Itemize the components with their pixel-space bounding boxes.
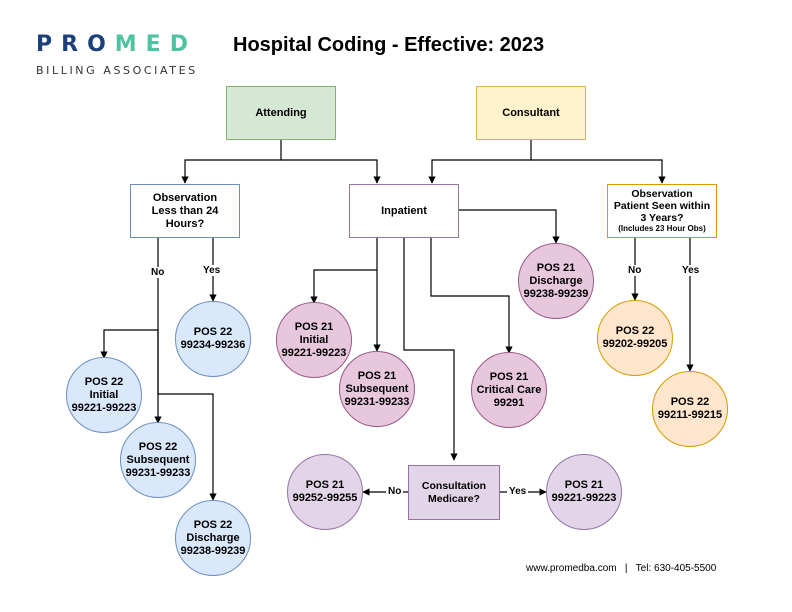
consultant-box: Consultant: [476, 86, 586, 140]
arrow-inpatient-discharge: [459, 209, 560, 244]
node-pos21-discharge: POS 21 Discharge 99238-99239: [518, 243, 594, 319]
label-consult-no: No: [386, 486, 404, 497]
node-pos21-consult-yes: POS 21 99221-99223: [546, 454, 622, 530]
observation-seen-text: Observation Patient Seen within 3 Years?: [613, 188, 711, 224]
label-no-right: No: [628, 265, 642, 276]
node-pos22-99202: POS 22 99202-99205: [597, 300, 673, 376]
inpatient-box: Inpatient: [349, 184, 459, 238]
node-pos21-initial: POS 21 Initial 99221-99223: [276, 302, 352, 378]
arrow-attending-inpatient: [281, 159, 381, 184]
node-pos22-discharge: POS 22 Discharge 99238-99239: [175, 500, 251, 576]
logo-subtitle: BILLING ASSOCIATES: [36, 64, 198, 77]
node-pos21-critical: POS 21 Critical Care 99291: [471, 352, 547, 428]
arrow-consultant-observation: [531, 159, 666, 184]
arrow-inpatient-consultation: [403, 238, 458, 461]
label-yes-right: Yes: [682, 265, 700, 276]
observation-seen-box: Observation Patient Seen within 3 Years?…: [607, 184, 717, 238]
page-title: Hospital Coding - Effective: 2023: [233, 34, 545, 56]
arrow-consultant-inpatient: [428, 140, 532, 184]
label-no-left: No: [151, 267, 165, 278]
node-pos22-subsequent: POS 22 Subsequent 99231-99233: [120, 422, 196, 498]
logo-word-med: MED: [114, 32, 197, 57]
label-consult-yes: Yes: [507, 486, 529, 497]
attending-box: Attending: [226, 86, 336, 140]
footer-contact: www.promedba.com | Tel: 630-405-5500: [526, 563, 717, 574]
logo-wordmark: PROMED: [36, 32, 197, 57]
promed-logo: PROMED BILLING ASSOCIATES: [36, 32, 226, 80]
arrow-attending-observation: [181, 140, 282, 184]
arrow-inpatient-critical: [430, 238, 513, 354]
arrow-inpatient-initial: [310, 238, 378, 304]
node-pos22-99211: POS 22 99211-99215: [652, 371, 728, 447]
node-pos21-consult-no: POS 21 99252-99255: [287, 454, 363, 530]
arrow-no-initial: [100, 329, 158, 359]
node-pos21-subsequent: POS 21 Subsequent 99231-99233: [339, 351, 415, 427]
observation-seen-note: (Includes 23 Hour Obs): [618, 224, 706, 233]
node-pos22-99234: POS 22 99234-99236: [175, 301, 251, 377]
node-pos22-initial: POS 22 Initial 99221-99223: [66, 357, 142, 433]
observation-lt24-box: Observation Less than 24 Hours?: [130, 184, 240, 238]
logo-word-pro: PRO: [36, 32, 115, 57]
label-yes-left: Yes: [203, 265, 221, 276]
consultation-box: Consultation Medicare?: [408, 465, 500, 520]
arrow-no-discharge: [157, 238, 217, 501]
